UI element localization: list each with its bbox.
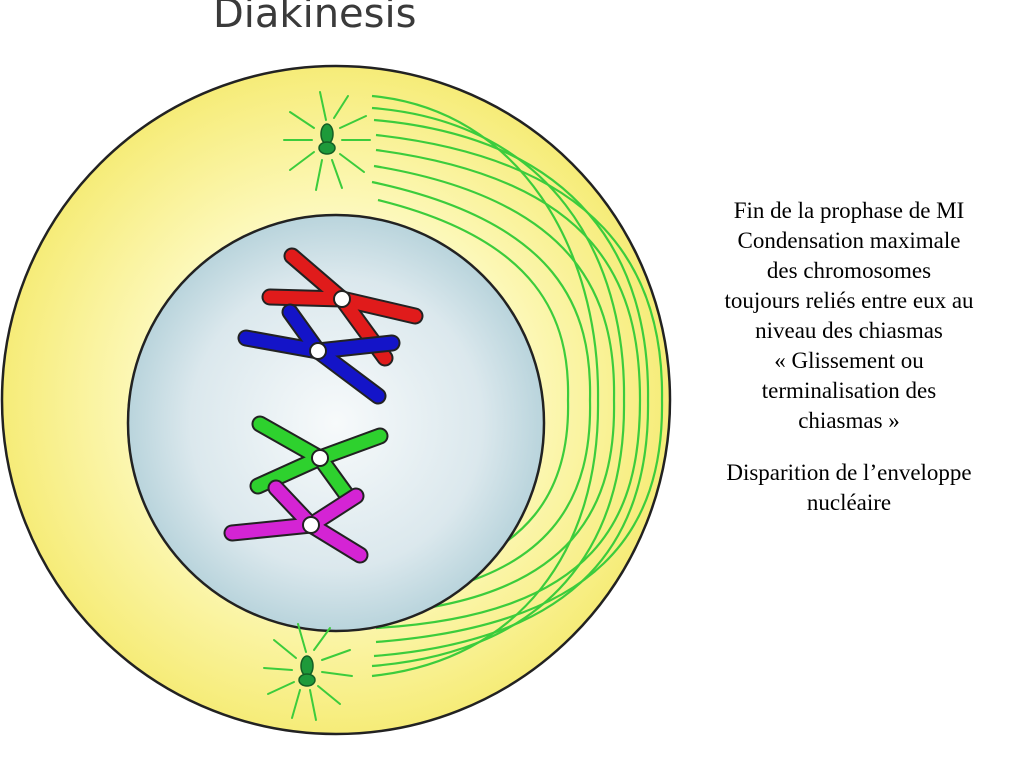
description-line: toujours reliés entre eux au — [724, 288, 974, 313]
description-line: des chromosomes — [766, 258, 932, 283]
description-line: terminalisation des — [761, 378, 937, 403]
description-line: niveau des chiasmas — [755, 318, 943, 343]
bottom-centrosome — [263, 623, 353, 721]
description-line: « Glissement ou — [774, 348, 924, 373]
diagram-title: Diakinesis — [213, 0, 417, 37]
description-line: nucléaire — [806, 490, 892, 515]
description-line: chiasmas » — [798, 408, 900, 433]
description-line: Disparition de l’enveloppe — [726, 460, 972, 485]
green-centromere — [311, 449, 329, 467]
red-chromosome — [261, 247, 424, 367]
paragraph-gap — [690, 436, 1008, 458]
top-centrosome — [283, 91, 371, 191]
blue-centromere — [309, 342, 327, 360]
red-centromere — [333, 290, 351, 308]
description-line: Fin de la prophase de MI — [733, 198, 965, 223]
green-chromosome — [249, 415, 389, 503]
description-text: Fin de la prophase de MI Condensation ma… — [690, 196, 1008, 518]
red-blue-bivalent — [237, 247, 424, 405]
magenta-centromere — [302, 516, 320, 534]
nucleus — [126, 213, 546, 633]
description-line: Condensation maximale — [737, 228, 961, 253]
green-magenta-bivalent — [223, 415, 389, 564]
